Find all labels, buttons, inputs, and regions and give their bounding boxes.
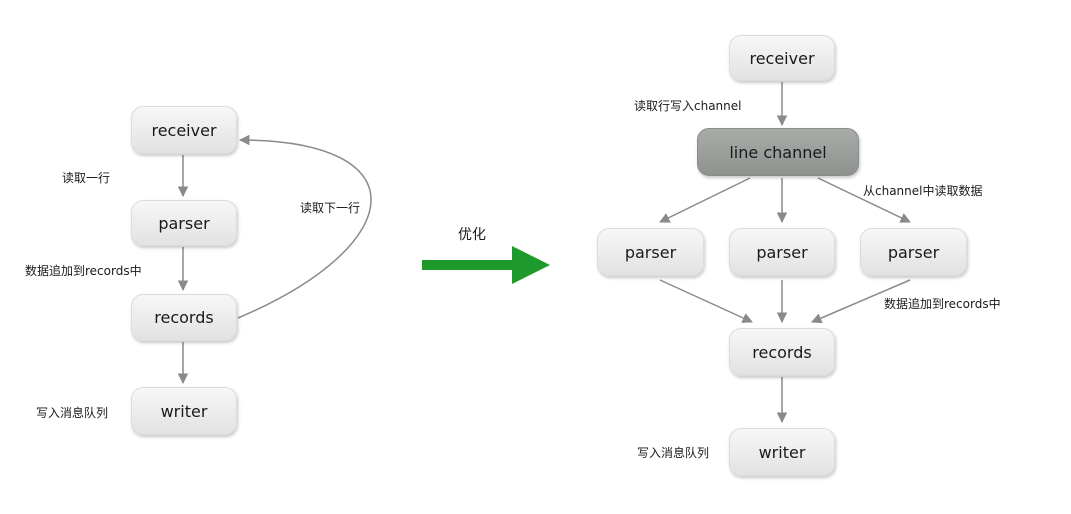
edge-parser3-records xyxy=(811,279,911,324)
label-optimize: 优化 xyxy=(458,227,486,243)
right-receiver-node: receiver xyxy=(729,35,835,81)
label-read-one-line: 读取一行 xyxy=(62,171,111,185)
line-channel-node: line channel xyxy=(697,128,859,176)
right-parser-node-2: parser xyxy=(729,228,835,276)
label-write-channel: 读取行写入channel xyxy=(634,99,742,113)
label-write-queue-right: 写入消息队列 xyxy=(637,446,710,460)
node-label: parser xyxy=(624,242,677,262)
edge-records-receiver-loop xyxy=(237,134,372,319)
node-label: writer xyxy=(160,401,208,421)
node-label: parser xyxy=(158,213,210,233)
label-write-queue: 写入消息队列 xyxy=(36,406,109,420)
edge-parser1-records xyxy=(659,279,753,323)
node-label: parser xyxy=(756,242,808,262)
label-append-to-records-right: 数据追加到records中 xyxy=(884,297,1001,311)
node-label: writer xyxy=(758,442,806,462)
transition-arrow xyxy=(422,246,550,284)
node-label: records xyxy=(752,342,812,362)
node-label: line channel xyxy=(729,142,827,162)
left-parser-node: parser xyxy=(131,200,237,246)
label-read-next-line: 读取下一行 xyxy=(300,201,361,215)
left-writer-node: writer xyxy=(131,387,237,435)
right-parser-node-3: parser xyxy=(860,228,967,276)
node-label: receiver xyxy=(151,120,217,140)
node-label: records xyxy=(154,308,214,327)
left-receiver-node: receiver xyxy=(131,106,237,154)
label-read-from-channel: 从channel中读取数据 xyxy=(863,184,983,198)
node-label: receiver xyxy=(749,48,815,68)
left-records-node: records xyxy=(131,294,237,341)
node-label: parser xyxy=(887,242,940,262)
label-append-to-records: 数据追加到records中 xyxy=(25,264,142,278)
right-records-node: records xyxy=(729,328,835,376)
right-writer-node: writer xyxy=(729,428,835,476)
edge-linechannel-parser1 xyxy=(659,177,751,223)
edge-linechannel-parser3 xyxy=(817,177,911,223)
right-parser-node-1: parser xyxy=(597,228,704,276)
